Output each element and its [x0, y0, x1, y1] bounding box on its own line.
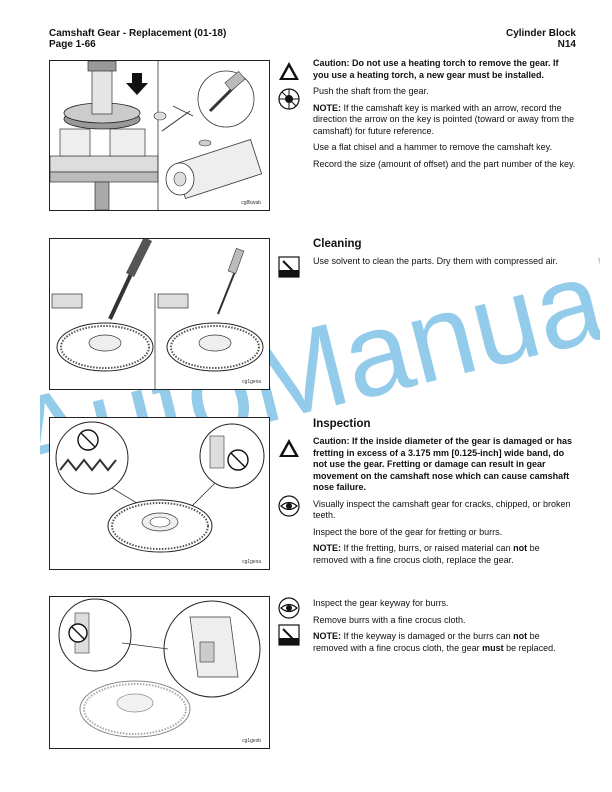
caution-inside-diameter: Caution: If the inside diameter of the g… — [313, 436, 573, 492]
figure-keyway: cg1gexb — [49, 596, 270, 749]
header-left: Camshaft Gear - Replacement (01-18) Page… — [49, 28, 226, 50]
note-camshaft-key: NOTE: If the camshaft key is marked with… — [313, 103, 577, 138]
heading-cleaning: Cleaning — [313, 238, 362, 250]
figure-gear-removal: cg8kwab — [49, 60, 270, 211]
section2-text: Use solvent to clean the parts. Dry them… — [313, 256, 577, 273]
heading-inspection: Inspection — [313, 418, 371, 430]
header-right: Cylinder Block N14 — [506, 28, 576, 50]
note-fretting: NOTE: If the fretting, burrs, or raised … — [313, 543, 577, 566]
note-keyway: NOTE: If the keyway is damaged or the bu… — [313, 631, 577, 654]
caution-heating-torch: Caution: Do not use a heating torch to r… — [313, 58, 559, 80]
warning-triangle-icon — [278, 437, 300, 459]
note-emphasis: must — [482, 642, 504, 653]
step-record-size: Record the size (amount of offset) and t… — [313, 158, 576, 169]
step-flat-chisel: Use a flat chisel and a hammer to remove… — [313, 142, 552, 152]
shaft-gear-icon — [278, 88, 300, 110]
note-emphasis: not — [513, 631, 528, 641]
note-label: NOTE: — [313, 102, 341, 113]
figure-code: cg1gexb — [242, 738, 261, 744]
note-label: NOTE: — [313, 631, 341, 641]
section3-text: Caution: If the inside diameter of the g… — [313, 436, 577, 571]
figure-cleaning: cg1gexa — [49, 238, 270, 390]
inspection-illustration — [55, 421, 265, 553]
step-push-shaft: Push the shaft from the gear. — [313, 86, 429, 96]
note-emphasis: not — [513, 543, 528, 553]
step-solvent-clean: Use solvent to clean the parts. Dry them… — [313, 256, 558, 266]
note-text: be removed with a fine crocus cloth, rep… — [313, 543, 540, 565]
figure-code: cg8kwab — [241, 200, 261, 206]
warning-triangle-icon — [278, 60, 300, 82]
eye-inspect-icon — [278, 597, 300, 619]
step-visual-inspect: Visually inspect the camshaft gear for c… — [313, 498, 571, 521]
solvent-brush-icon — [278, 256, 300, 278]
eye-inspect-icon — [278, 495, 300, 517]
note-text: be removed with a fine crocus cloth, the… — [313, 631, 540, 653]
step-inspect-bore: Inspect the bore of the gear for frettin… — [313, 526, 503, 537]
figure-code: cg1gexa — [242, 559, 261, 565]
step-remove-burrs: Remove burrs with a fine crocus cloth. — [313, 614, 466, 625]
gear-press-illustration — [50, 61, 263, 210]
note-text: If the fretting, burrs, or raised materi… — [341, 543, 514, 553]
figure-code: cg1gexa — [242, 379, 261, 385]
chapter-title: Cylinder Block — [505, 28, 576, 39]
figure-inspection: cg1gexa — [49, 417, 270, 570]
solvent-brush-icon — [278, 624, 300, 646]
note-text: If the camshaft key is marked with an ar… — [313, 102, 575, 136]
cleaning-illustration — [51, 239, 264, 389]
note-label: NOTE: — [313, 543, 341, 553]
section1-text: Caution: Do not use a heating torch to r… — [313, 58, 577, 175]
engine-model: N14 — [557, 39, 576, 50]
note-text: If the keyway is damaged or the burrs ca… — [341, 631, 514, 641]
section4-text: Inspect the gear keyway for burrs. Remov… — [313, 598, 577, 659]
note-text: be replaced. — [503, 642, 556, 653]
section-title: Camshaft Gear - Replacement (01-18) — [49, 28, 227, 39]
page-number: Page 1-66 — [49, 39, 96, 50]
step-inspect-keyway: Inspect the gear keyway for burrs. — [313, 598, 449, 608]
keyway-illustration — [58, 598, 261, 738]
